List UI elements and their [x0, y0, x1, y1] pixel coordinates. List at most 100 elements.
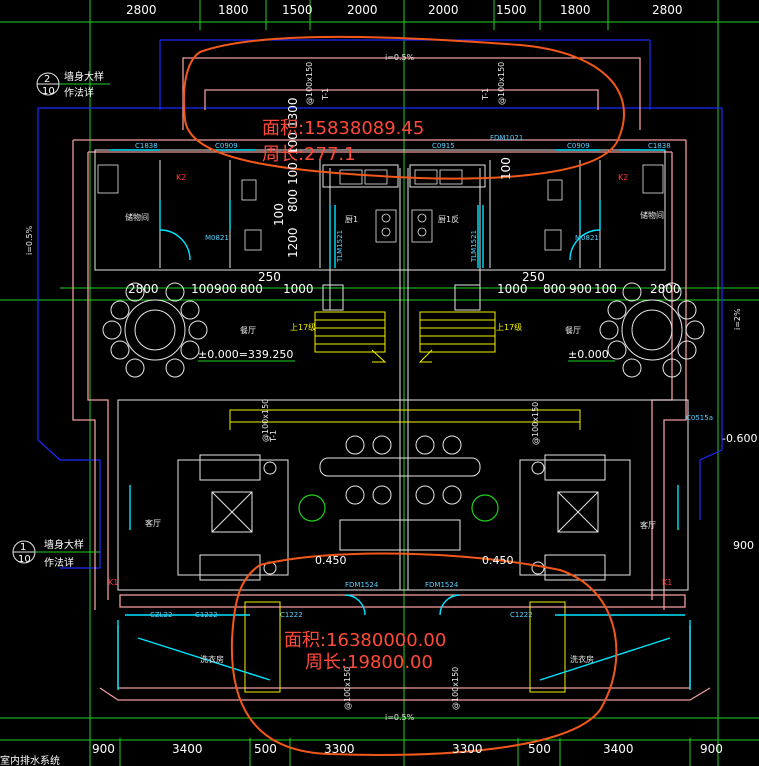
bot-dim-6: 500	[528, 742, 551, 756]
perimeter-top: 周长:277.1	[262, 144, 356, 165]
mid-dim-1: 2800	[128, 282, 159, 296]
sofa-set-right	[519, 454, 631, 581]
sofa-set-left	[177, 454, 289, 581]
level-right: ±0.000	[568, 348, 609, 361]
room-kitchen-left: 厨1	[345, 215, 358, 224]
pipe-mid: @100x150	[261, 399, 270, 442]
top-dim-3: 1500	[282, 3, 313, 17]
kitchen-fixtures	[97, 164, 664, 251]
level-far-right: -0.600	[722, 432, 757, 445]
detail-callout-1: 1 10 墙身大样 作法详	[12, 538, 100, 569]
slope-left: i=0.5%	[25, 225, 34, 255]
code-c0915: C0915	[432, 142, 455, 150]
level-labels: ±0.000=339.250 ±0.000 -0.600 0.450 0.450…	[198, 348, 757, 567]
mid-dim-6: 1000	[497, 282, 528, 296]
stair-and-partitions	[229, 311, 581, 693]
vdim-3: 100	[286, 162, 300, 185]
room-dining-right: 餐厅	[565, 326, 581, 335]
vdim-1: 100	[286, 132, 300, 155]
code-k2-right: K2	[618, 173, 628, 182]
code-c1838-left: C1838	[135, 142, 158, 150]
pipe-top-right: @100x150	[497, 62, 506, 105]
level-left: ±0.000=339.250	[198, 348, 293, 361]
axis-blue-lines	[37, 39, 723, 569]
area-top: 面积:15838089.45	[262, 118, 424, 139]
vdim-5: 1200	[286, 227, 300, 258]
code-fdm1021: FDM1021	[490, 134, 523, 142]
top-dimension-labels: 2800 1800 1500 2000 2000 1500 1800 2800	[126, 3, 683, 17]
pipe-mid-right: @100x150	[531, 402, 540, 445]
dining-table-left	[102, 282, 208, 378]
bot-dim-7: 3400	[603, 742, 634, 756]
code-t1-mid: T-1	[269, 430, 278, 443]
room-dining-left: 餐厅	[240, 326, 256, 335]
code-c1838-right: C1838	[648, 142, 671, 150]
bot-dim-2: 3400	[172, 742, 203, 756]
callout-2-text2: 作法详	[64, 86, 94, 99]
mid-dim-10: 2800	[650, 282, 681, 296]
room-laundry-right: 洗衣房	[570, 654, 594, 664]
callout-1-den: 10	[18, 554, 31, 565]
room-living-right: 客厅	[640, 520, 656, 530]
dining-table-right	[599, 282, 705, 378]
code-c0909-left: C0909	[215, 142, 238, 150]
edge-right: 900	[733, 539, 754, 552]
code-c0515a: C0515a	[686, 414, 713, 422]
code-c1222-right: C1222	[510, 611, 533, 619]
top-dim-4: 2000	[347, 3, 378, 17]
code-t1-top-right: T-1	[481, 88, 490, 101]
pipe-bottom-left: @100x150	[343, 667, 352, 710]
perimeter-bottom: 周长:19800.00	[305, 652, 433, 673]
room-storage-left: 储物间	[125, 212, 149, 222]
room-storage-right: 储物间	[640, 210, 664, 220]
code-m0821-left: M0821	[205, 234, 229, 242]
step-right: 0.450	[482, 554, 514, 567]
code-tlm1521-left: TLM1521	[336, 230, 344, 263]
mid-dim-9: 100	[594, 282, 617, 296]
step-left: 0.450	[315, 554, 347, 567]
code-k1-left: K1	[108, 578, 118, 587]
middle-dimension-labels: 2800 100 900 800 1000 1000 800 900 100 2…	[128, 270, 681, 296]
corner-note: 室内排水系统	[0, 754, 60, 766]
room-kitchen-right: 厨1反	[438, 214, 459, 224]
vdim-2: 1300	[286, 97, 300, 128]
code-fdm1524-right: FDM1524	[425, 581, 459, 589]
bot-dim-4: 3300	[324, 742, 355, 756]
mid-dim-2: 100	[191, 282, 214, 296]
pipe-top-left: @100x150	[305, 62, 314, 105]
room-living-left: 客厅	[145, 518, 161, 528]
slope-labels: i=0.5% i=0.5% i=2% i=0.5%	[25, 53, 742, 722]
slope-top: i=0.5%	[385, 53, 415, 62]
code-t1-top-left: T-1	[321, 88, 330, 101]
bot-dim-1: 900	[92, 742, 115, 756]
component-codes: C1838 C1838 C0909 C0909 C0915 FDM1021 M0…	[108, 62, 713, 710]
top-dim-6: 1500	[496, 3, 527, 17]
center-furniture	[319, 435, 481, 551]
code-c1222-left: C1222	[195, 611, 218, 619]
mid-dim-4: 800	[240, 282, 263, 296]
code-tlm1521-right: TLM1521	[470, 230, 478, 263]
callout-1-num: 1	[20, 542, 26, 553]
code-c0909-right: C0909	[567, 142, 590, 150]
bot-dim-5: 3300	[452, 742, 483, 756]
slope-bottom: i=0.5%	[385, 713, 415, 722]
code-m0821-right: M0821	[575, 234, 599, 242]
mid-dim-7: 800	[543, 282, 566, 296]
callout-1-text2: 作法详	[44, 556, 74, 569]
outer-wall-outline	[72, 57, 711, 701]
room-laundry-left: 洗衣房	[200, 654, 224, 664]
top-dim-7: 1800	[560, 3, 591, 17]
bottom-dimension-labels: 900 3400 500 3300 3300 500 3400 900	[92, 742, 723, 756]
mid-dim-5: 1000	[283, 282, 314, 296]
pipe-bottom-right: @100x150	[451, 667, 460, 710]
vdim-7: 100	[499, 157, 513, 180]
mid-dim-8: 900	[569, 282, 592, 296]
stair-label-right: 上17级	[496, 322, 522, 332]
callout-1-text1: 墙身大样	[44, 538, 84, 551]
slope-right: i=2%	[733, 308, 742, 330]
callout-2-num: 2	[44, 74, 50, 85]
top-dim-2: 1800	[218, 3, 249, 17]
drain-markers	[298, 494, 499, 522]
